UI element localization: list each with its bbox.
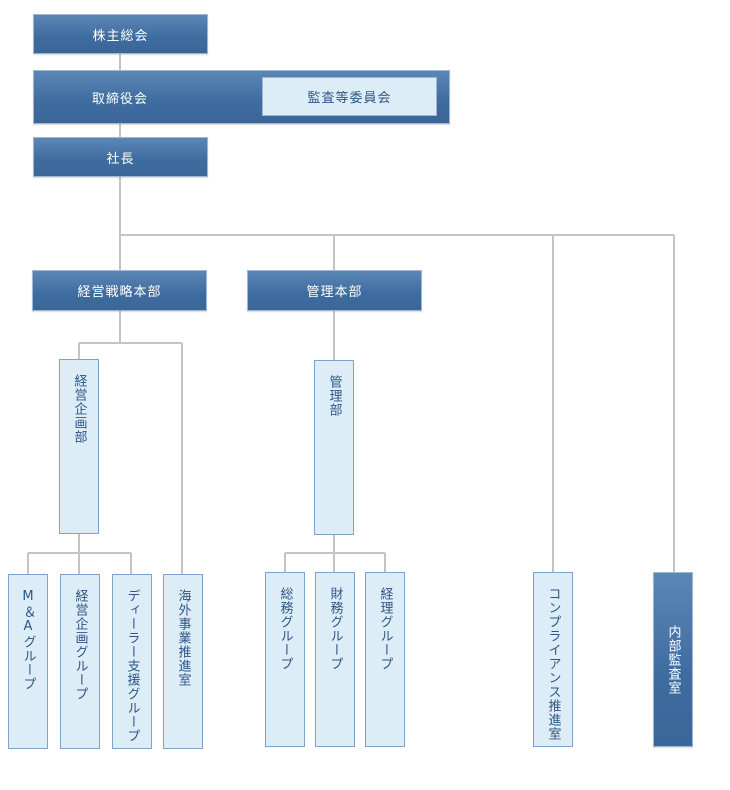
- admin-hq-label: 管理本部: [306, 285, 363, 300]
- audit-committee-box: 監査等委員会: [262, 77, 437, 116]
- overseas-label: 海外事業推進室: [175, 589, 191, 687]
- dealer-group-box: ディーラー支援グループ: [112, 574, 152, 749]
- admin-dept-label: 管理部: [326, 375, 342, 417]
- general-affairs-group-box: 総務グループ: [265, 572, 305, 747]
- overseas-box: 海外事業推進室: [163, 574, 203, 749]
- planning-dept-label: 経営企画部: [71, 374, 87, 444]
- president-label: 社長: [106, 151, 135, 167]
- internal-audit-label: 内部監査室: [665, 624, 681, 695]
- finance-group-label: 財務グループ: [327, 587, 343, 671]
- admin-hq-box: 管理本部: [247, 270, 422, 311]
- compliance-label: コンプライアンス推進室: [545, 587, 561, 741]
- admin-dept-box: 管理部: [314, 360, 354, 535]
- finance-group-box: 財務グループ: [315, 572, 355, 747]
- compliance-box: コンプライアンス推進室: [533, 572, 573, 747]
- audit-committee-label: 監査等委員会: [307, 91, 392, 106]
- ma-group-label: M＆Aグループ: [20, 589, 36, 691]
- shareholders-box: 株主総会: [33, 14, 208, 54]
- internal-audit-box: 内部監査室: [653, 572, 693, 747]
- strategy-hq-box: 経営戦略本部: [32, 270, 207, 311]
- ma-group-box: M＆Aグループ: [8, 574, 48, 749]
- dealer-group-label: ディーラー支援グループ: [124, 589, 140, 743]
- accounting-group-label: 経理グループ: [377, 587, 393, 671]
- board-label: 取締役会: [92, 91, 149, 107]
- strategy-hq-label: 経営戦略本部: [77, 285, 162, 300]
- shareholders-label: 株主総会: [92, 28, 149, 44]
- planning-group-box: 経営企画グループ: [60, 574, 100, 749]
- president-box: 社長: [33, 137, 208, 177]
- planning-group-label: 経営企画グループ: [72, 589, 88, 701]
- accounting-group-box: 経理グループ: [365, 572, 405, 747]
- general-affairs-group-label: 総務グループ: [277, 587, 293, 671]
- planning-dept-box: 経営企画部: [59, 359, 99, 534]
